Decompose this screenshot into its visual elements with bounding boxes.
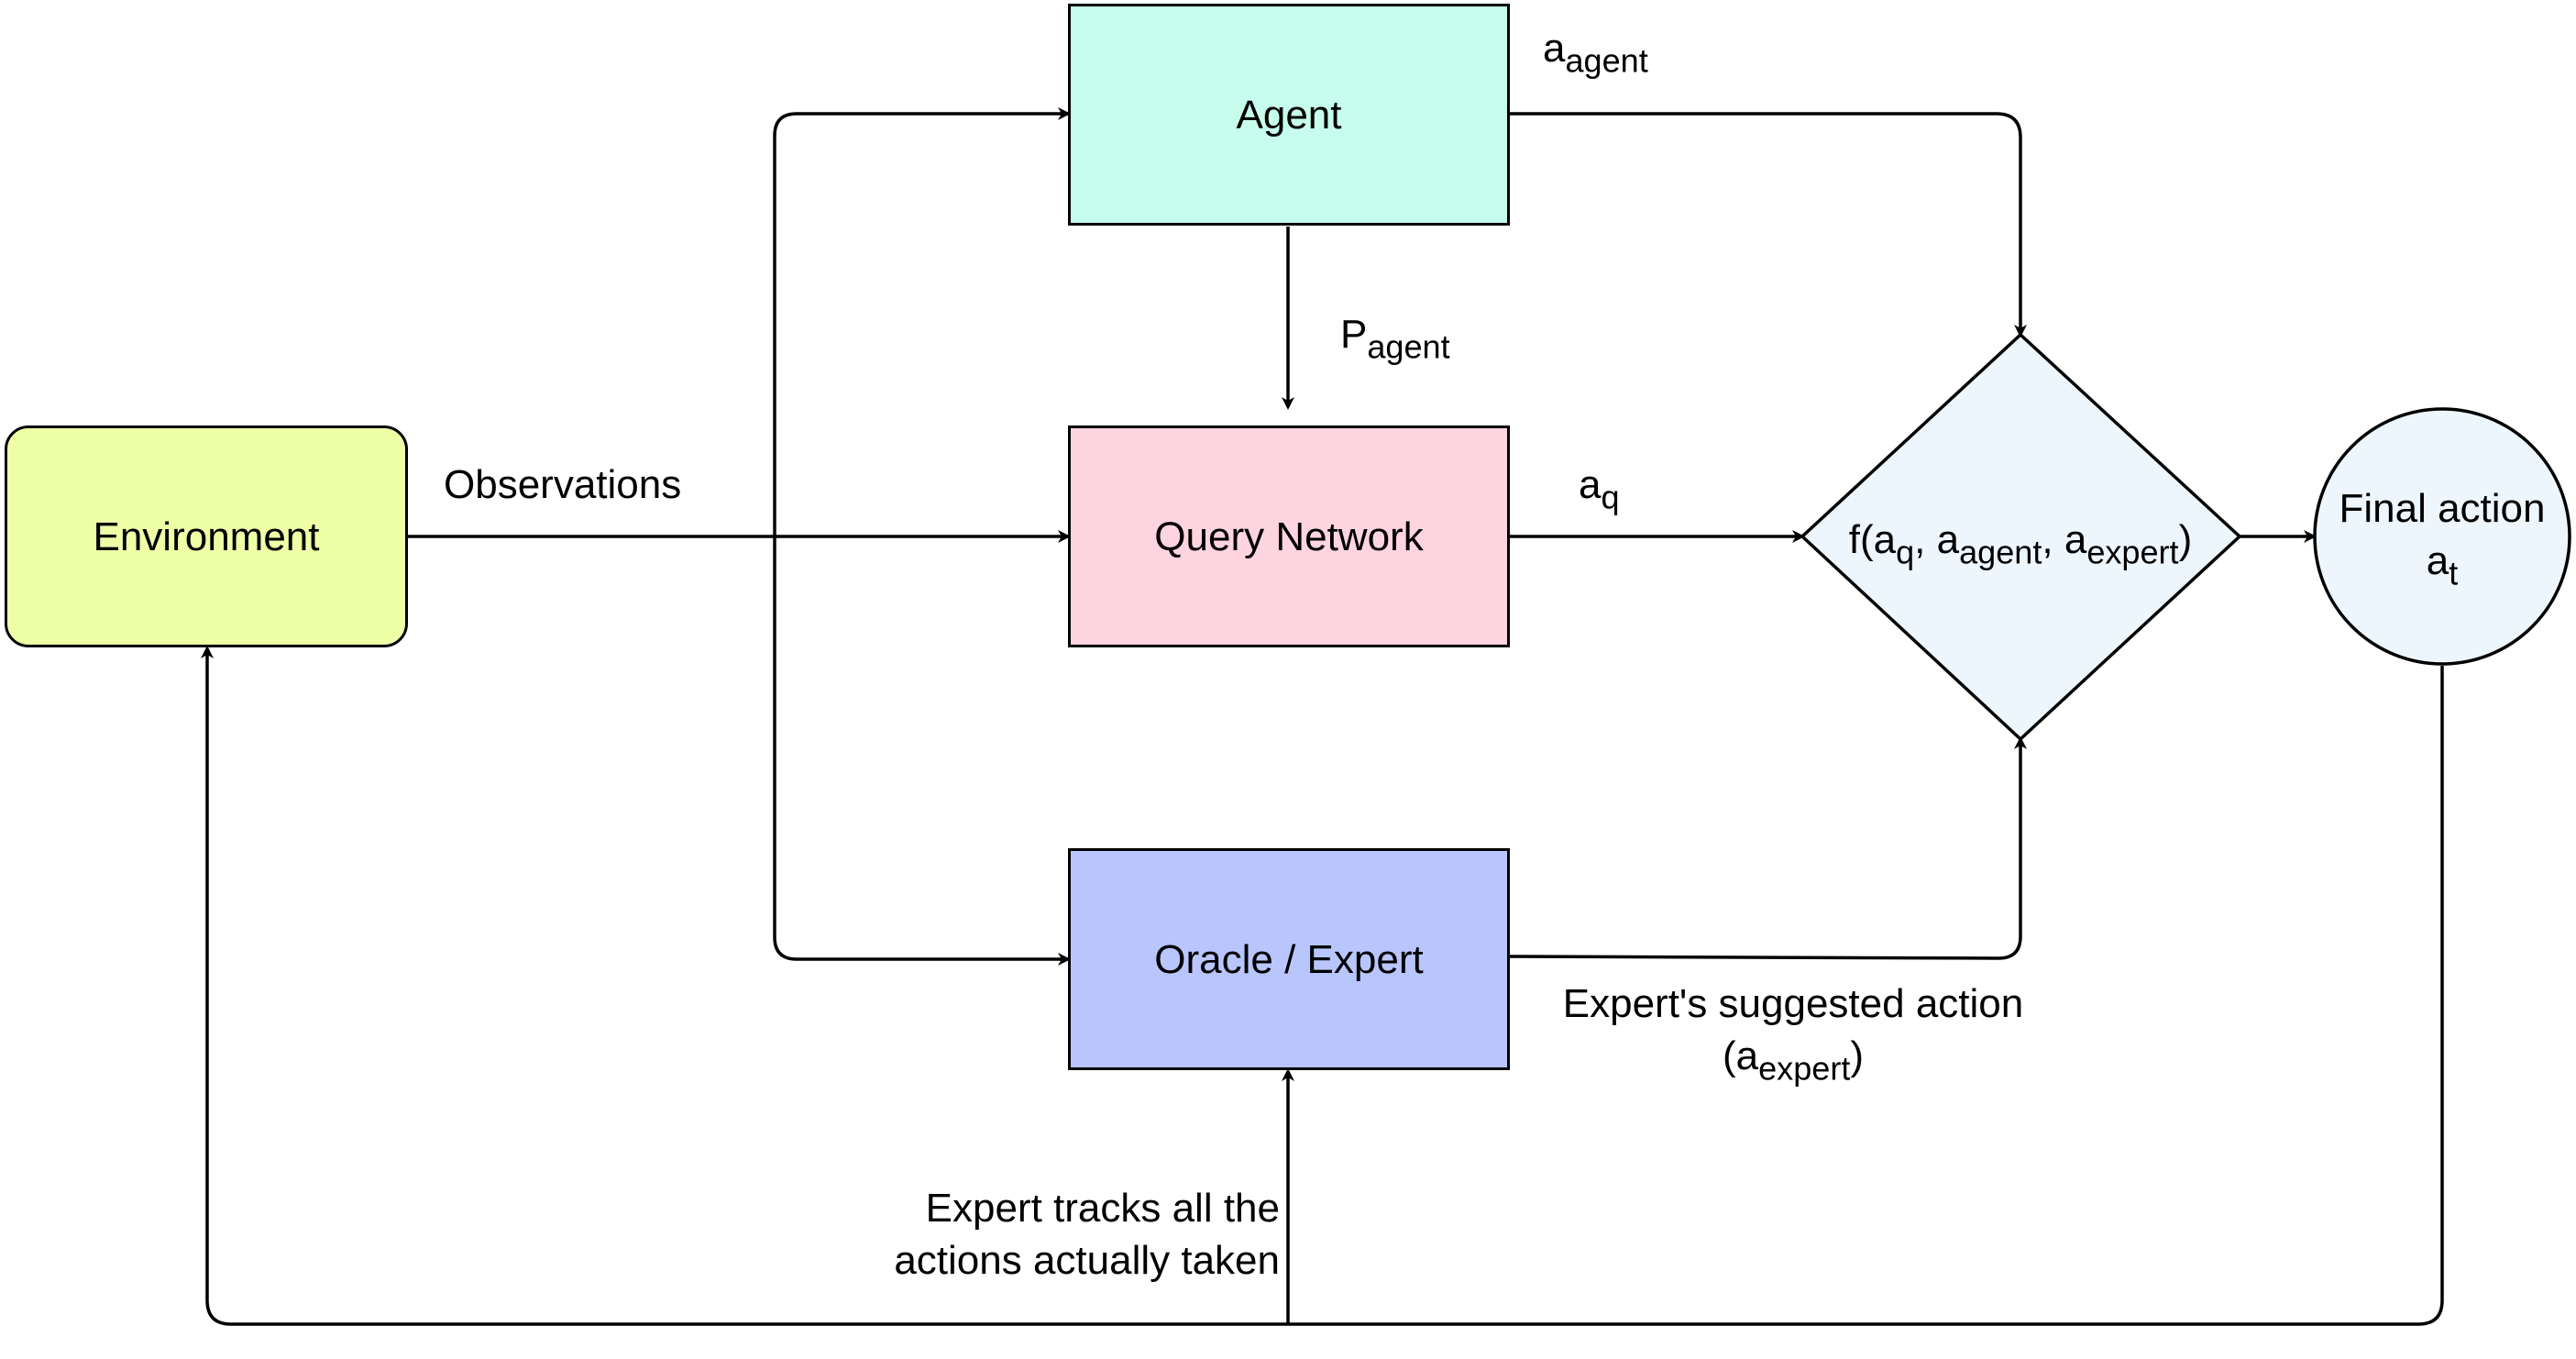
environment-node: Environment — [5, 425, 408, 647]
edge-observations-to-oracle — [773, 536, 1071, 966]
a-q-label: aq — [1579, 462, 1620, 516]
edge-final-to-environment — [201, 646, 2444, 1326]
edge-agent-to-decision — [1509, 112, 2027, 337]
decision-label: f(aq, aagent, aexpert) — [1848, 517, 2193, 571]
decision-diamond — [1800, 332, 2242, 742]
edge-oracle-to-decision — [1508, 736, 2027, 960]
agent-label: Agent — [1236, 92, 1342, 138]
oracle-expert-node: Oracle / Expert — [1068, 848, 1510, 1070]
edge-observations-to-agent — [773, 107, 1071, 536]
observations-label: Observations — [444, 462, 682, 507]
final-action-label: Final action at — [2339, 486, 2546, 592]
query-network-label: Query Network — [1154, 514, 1424, 559]
expert-tracks-label: Expert tracks all the actions actually t… — [894, 1186, 1280, 1284]
agent-node: Agent — [1068, 4, 1510, 226]
a-agent-label: aagent — [1543, 26, 1648, 80]
oracle-expert-label: Oracle / Expert — [1154, 936, 1424, 982]
final-action-circle — [2313, 407, 2571, 666]
expert-suggested-action-label: Expert's suggested action (aexpert) — [1562, 981, 2024, 1088]
environment-label: Environment — [93, 514, 320, 559]
p-agent-label: Pagent — [1340, 312, 1450, 366]
query-network-node: Query Network — [1068, 425, 1510, 647]
